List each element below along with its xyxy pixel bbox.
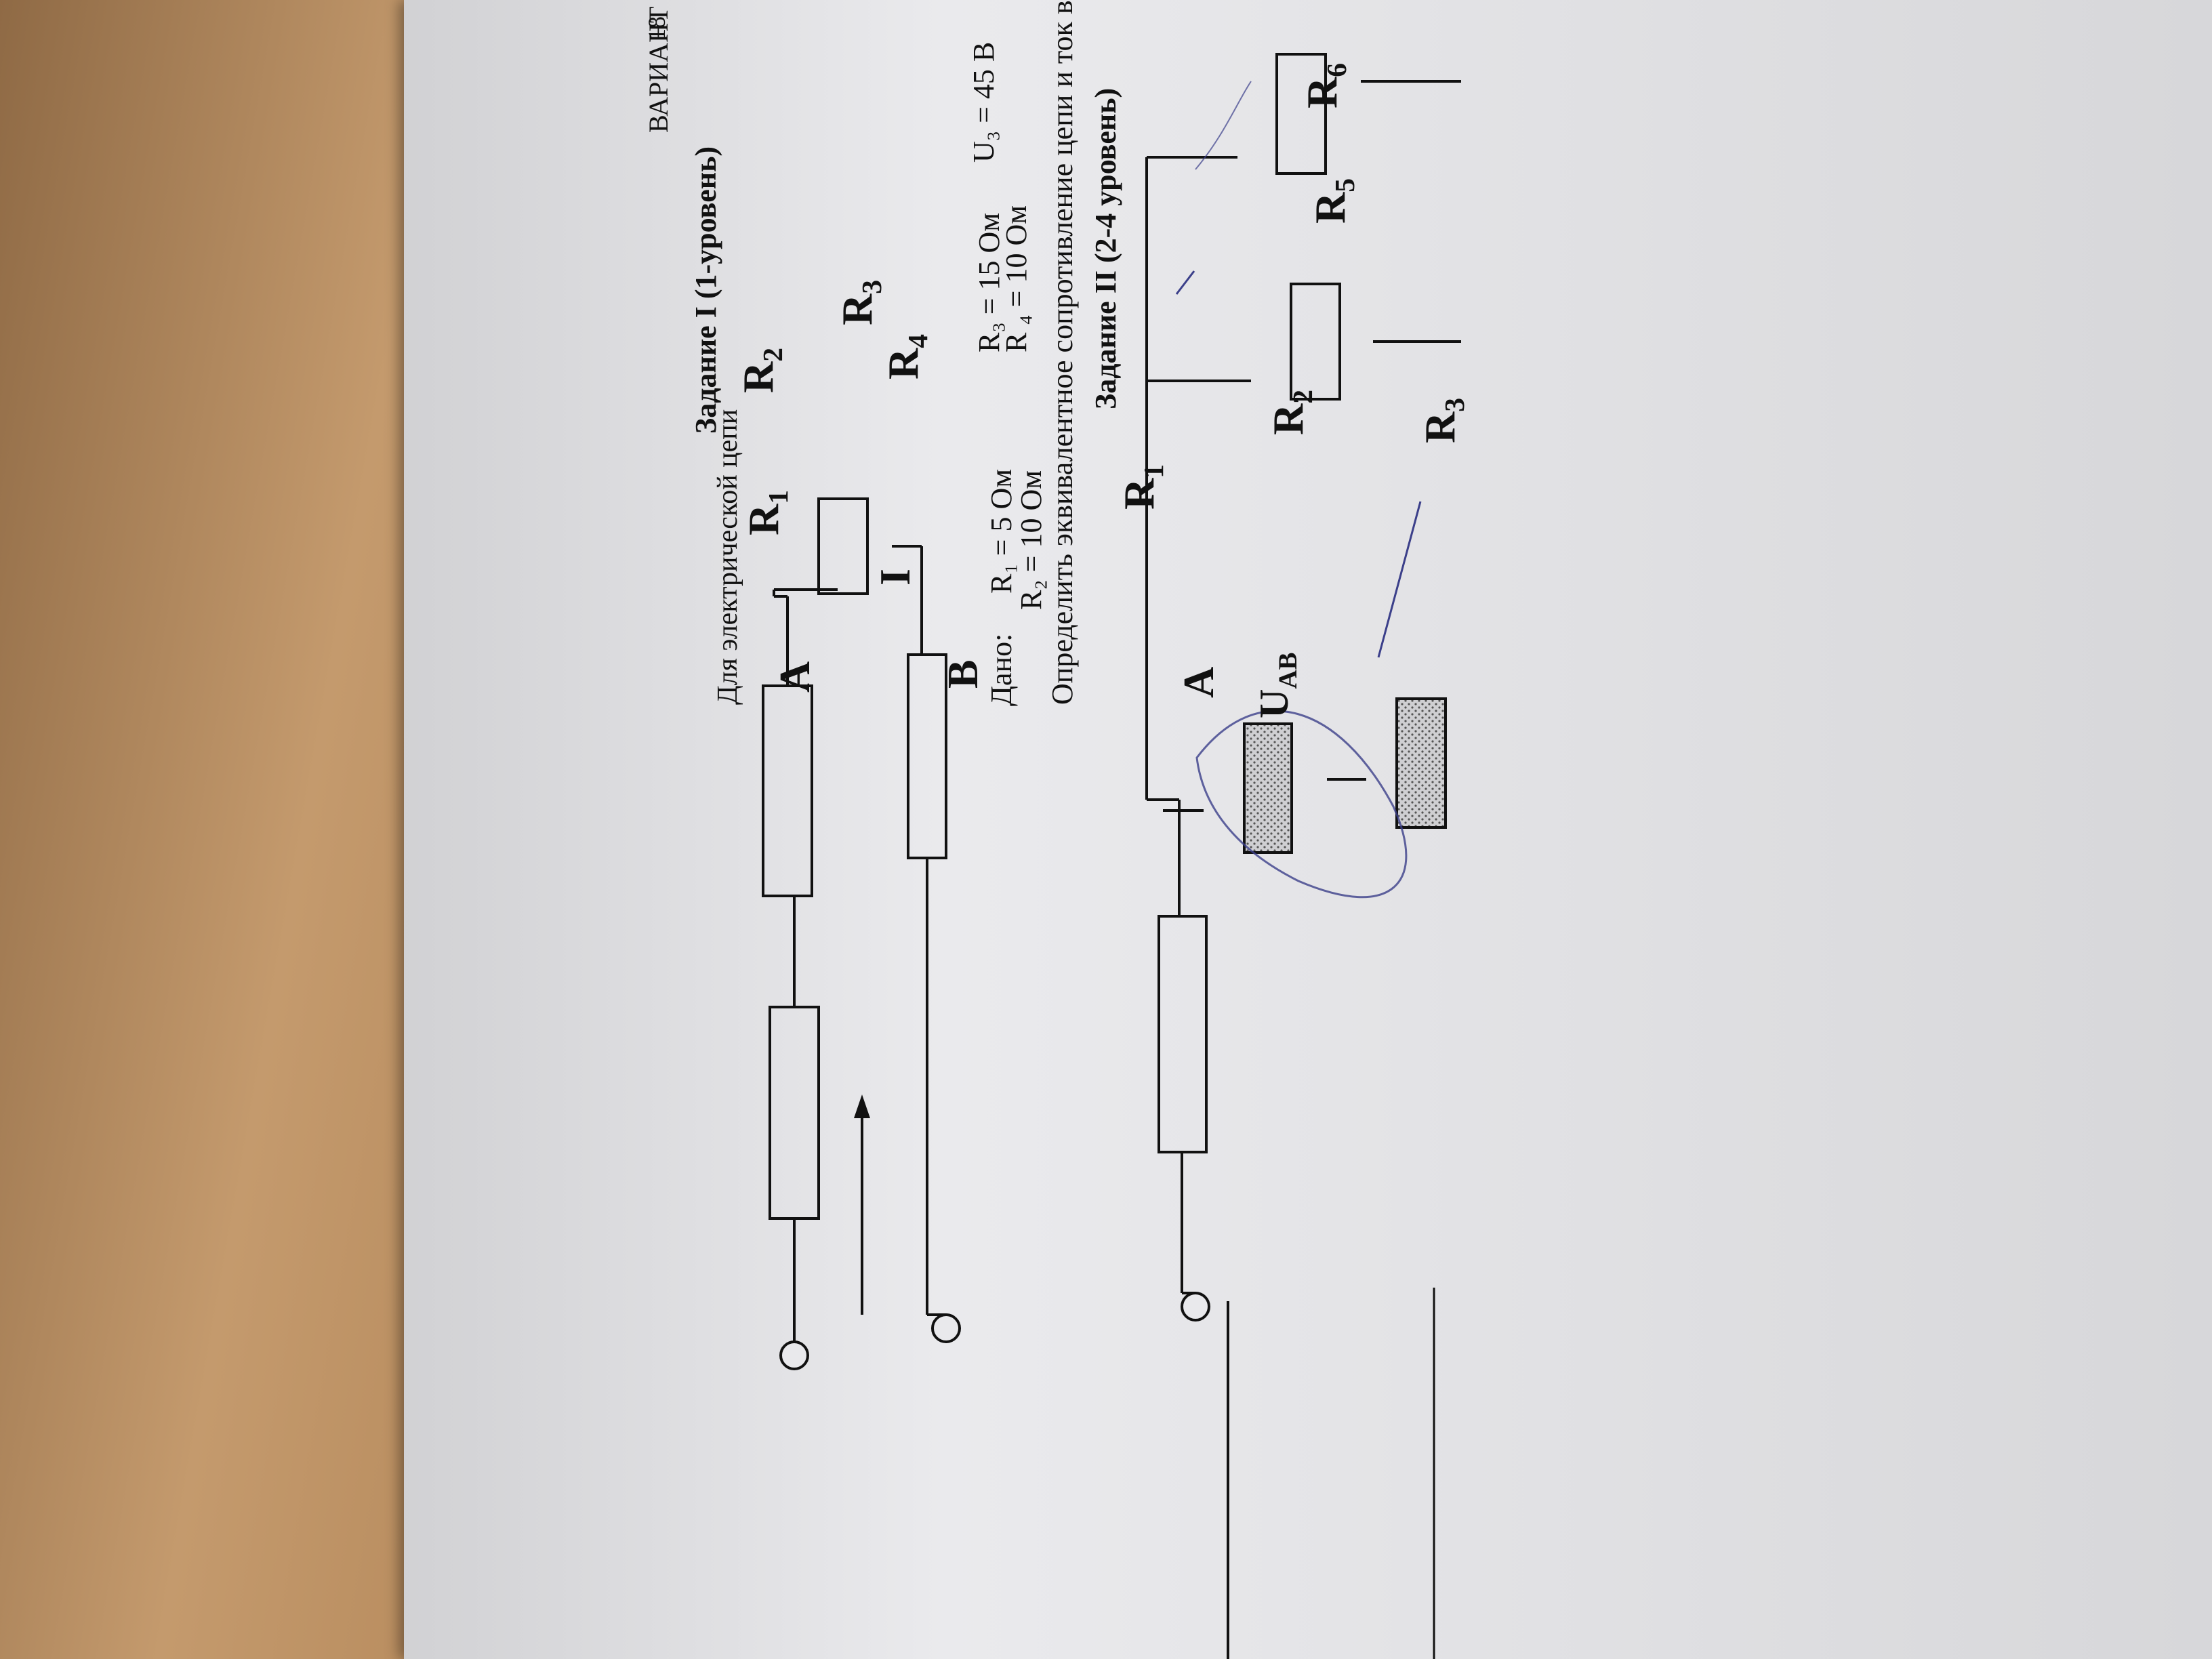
resistor-r2-task2 bbox=[1243, 722, 1293, 854]
resistor-r6-task2 bbox=[1275, 53, 1327, 175]
task1-question: Определить эквивалентное сопротивление ц… bbox=[1046, 0, 1079, 705]
task1-title: Задание I (1-уровень) bbox=[689, 146, 722, 434]
task1-label-r3: R3 bbox=[833, 279, 887, 325]
terminal-b-icon bbox=[931, 1313, 961, 1343]
task1-given-r4: R ₄ = 10 Ом bbox=[1000, 205, 1033, 352]
task1-label-r4: R4 bbox=[879, 333, 933, 380]
task2-circuit bbox=[1145, 53, 1461, 1659]
variant-title: ВАРИАНТ 12 bbox=[643, 0, 674, 133]
task1-circuit bbox=[762, 497, 961, 1370]
task1-given-r2: R₂ = 10 Ом bbox=[1015, 470, 1048, 610]
resistor-r2 bbox=[762, 684, 813, 897]
resistor-r3 bbox=[817, 497, 869, 595]
resistor-r1 bbox=[769, 1006, 820, 1220]
task2-label-r1: R1 bbox=[1115, 464, 1169, 510]
terminal-a-icon bbox=[779, 1340, 809, 1370]
task1-given-u3: U₃ = 45 В bbox=[967, 41, 1000, 163]
resistor-r1-task2 bbox=[1158, 915, 1208, 1153]
task1-current-label: I bbox=[871, 569, 919, 586]
task2-label-r6: R6 bbox=[1298, 62, 1352, 108]
task2-label-r2: R2 bbox=[1264, 389, 1318, 435]
worksheet-page: 18 ВАРИАНТ 12 Для электрической цепи Зад… bbox=[404, 0, 2212, 1659]
task1-given-label: Дано: bbox=[985, 633, 1018, 706]
task2-uab-label: UAB bbox=[1252, 652, 1303, 718]
task1-label-r2: R2 bbox=[734, 347, 788, 393]
terminal-a2-icon bbox=[1181, 1292, 1210, 1322]
task1-node-a: A bbox=[771, 661, 819, 693]
resistor-r3-task2 bbox=[1395, 697, 1447, 829]
task1-label-r1: R1 bbox=[739, 489, 794, 535]
task1-intro: Для электрической цепи bbox=[712, 409, 743, 705]
task2-label-r5: R5 bbox=[1306, 178, 1360, 224]
pen-annotations bbox=[1175, 81, 1422, 899]
task2-label-r3: R3 bbox=[1416, 397, 1470, 443]
task2-title: Задание II (2-4 уровень) bbox=[1089, 87, 1122, 409]
circuit-diagrams bbox=[762, 53, 1461, 1659]
current-arrow-icon bbox=[854, 1094, 870, 1118]
task2-node-a: A bbox=[1174, 666, 1223, 698]
resistor-r5-task2 bbox=[1290, 283, 1341, 401]
task1-node-b: B bbox=[939, 659, 987, 689]
